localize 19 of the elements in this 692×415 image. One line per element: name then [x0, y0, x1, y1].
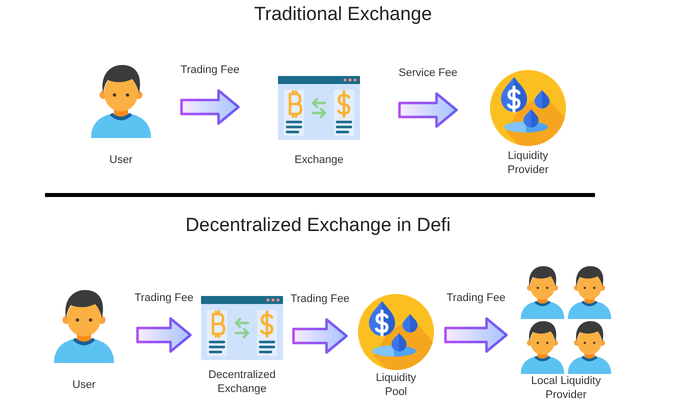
node-label: User	[109, 153, 133, 167]
edge-label: Trading Fee	[290, 292, 350, 306]
node-label: Decentralized Exchange	[207, 368, 277, 396]
node-label: Liquidity Pool	[374, 371, 418, 399]
section-heading: Traditional Exchange	[254, 3, 432, 27]
edge-label: Trading Fee	[446, 291, 506, 305]
block-arrow	[136, 317, 192, 353]
block-arrow	[398, 92, 458, 128]
edge-label: Trading Fee	[180, 63, 240, 77]
node-label: Local Liquidity Provider	[530, 374, 602, 402]
block-arrow	[180, 89, 240, 125]
block-arrow	[444, 317, 508, 353]
node-label: Exchange	[294, 153, 344, 167]
edge-label: Trading Fee	[134, 291, 194, 305]
section-heading: Decentralized Exchange in Defi	[185, 214, 451, 238]
edge-label: Service Fee	[398, 66, 458, 80]
node-label: User	[72, 378, 96, 392]
block-arrow	[292, 318, 348, 354]
node-label: Liquidity Provider	[506, 149, 550, 177]
